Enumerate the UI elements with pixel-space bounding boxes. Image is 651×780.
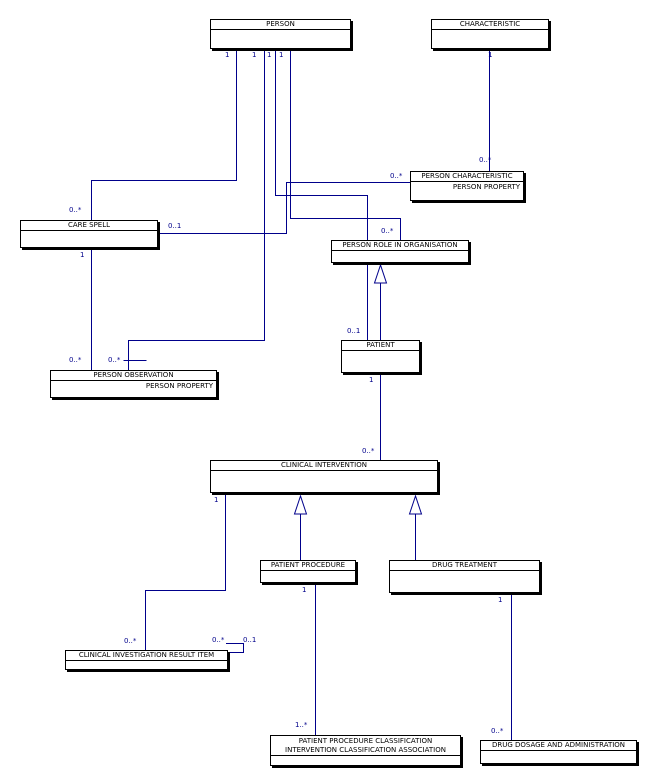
mult-person-b: 1 [252,51,257,59]
mult-patient-1: 1 [369,376,374,384]
entity-patient-procedure-name: PATIENT PROCEDURE [261,561,355,571]
link-person-care-spell [91,49,237,220]
entity-drug-dosage[interactable]: DRUG DOSAGE AND ADMINISTRATION [480,740,637,764]
entity-care-spell[interactable]: CARE SPELL [20,220,158,248]
entity-clinical-investigation-result-item[interactable]: CLINICAL INVESTIGATION RESULT ITEM [65,650,228,670]
entity-person[interactable]: PERSON [210,19,351,49]
link-person-person-role [290,49,401,240]
entity-person-characteristic-name: PERSON CHARACTERISTIC [411,172,523,182]
entity-person-observation[interactable]: PERSON OBSERVATION PERSON PROPERTY [50,370,217,398]
mult-person-a: 1 [225,51,230,59]
entity-ppc-name: PATIENT PROCEDURE CLASSIFICATION [298,737,433,745]
entity-person-role-name: PERSON ROLE IN ORGANISATION [332,241,468,251]
entity-clinical-investigation-name: CLINICAL INVESTIGATION RESULT ITEM [66,651,227,661]
mult-investigation-many: 0..* [124,637,137,645]
mult-care-spell-01: 0..1 [168,222,182,230]
mult-classification-many: 1..* [295,721,308,729]
link-person-person-observation [128,49,265,370]
mult-person-characteristic-care: 0..* [390,172,403,180]
entity-drug-dosage-name: DRUG DOSAGE AND ADMINISTRATION [481,741,636,751]
generalization-arrow-patient-procedure [293,494,308,515]
mult-characteristic: 1 [488,51,493,59]
mult-clinical-intervention-many: 0..* [362,447,375,455]
link-person-patient [275,49,368,340]
entity-care-spell-name: CARE SPELL [21,221,157,231]
mult-patient-01: 0..1 [347,327,361,335]
entity-person-name: PERSON [211,20,350,30]
entity-person-characteristic-attribute: PERSON PROPERTY [452,183,520,191]
mult-drug-dosage-many: 0..* [491,727,504,735]
mult-care-spell-many: 0..* [69,206,82,214]
link-investigation-self [226,643,244,653]
mult-person-c: 1 [267,51,272,59]
entity-characteristic[interactable]: CHARACTERISTIC [431,19,549,49]
mult-person-role-many: 0..* [381,227,394,235]
entity-patient-procedure-classification[interactable]: PATIENT PROCEDURE CLASSIFICATION INTERVE… [270,735,461,766]
entity-drug-treatment[interactable]: DRUG TREATMENT [389,560,540,593]
entity-drug-treatment-name: DRUG TREATMENT [390,561,539,571]
entity-person-observation-attribute: PERSON PROPERTY [145,382,213,390]
mult-person-d: 1 [279,51,284,59]
entity-characteristic-name: CHARACTERISTIC [432,20,548,30]
entity-patient-procedure[interactable]: PATIENT PROCEDURE [260,560,356,583]
entity-person-observation-name: PERSON OBSERVATION [51,371,216,381]
entity-ppc-name2: INTERVENTION CLASSIFICATION ASSOCIATION [271,745,460,756]
mult-clinical-intervention-1: 1 [214,496,219,504]
entity-person-role[interactable]: PERSON ROLE IN ORGANISATION [331,240,469,263]
mult-drug-treatment-1: 1 [498,596,503,604]
mult-observation-many-b: 0..* [108,356,121,364]
link-person-characteristic-care-spell [157,182,410,234]
mult-care-spell-1: 1 [80,251,85,259]
entity-patient[interactable]: PATIENT [341,340,420,373]
generalization-arrow-drug-treatment [408,494,423,515]
entity-clinical-intervention[interactable]: CLINICAL INTERVENTION [210,460,438,493]
mult-person-characteristic-many: 0..* [479,156,492,164]
mult-investigation-self-01: 0..1 [243,636,257,644]
entity-person-characteristic[interactable]: PERSON CHARACTERISTIC PERSON PROPERTY [410,171,524,201]
entity-clinical-intervention-name: CLINICAL INTERVENTION [211,461,437,471]
entity-patient-name: PATIENT [342,341,419,351]
link-clinical-intervention-investigation [145,493,226,650]
mult-patient-procedure-1: 1 [302,586,307,594]
generalization-arrow-patient [373,263,388,284]
mult-investigation-self-many: 0..* [212,636,225,644]
mult-observation-many-a: 0..* [69,356,82,364]
